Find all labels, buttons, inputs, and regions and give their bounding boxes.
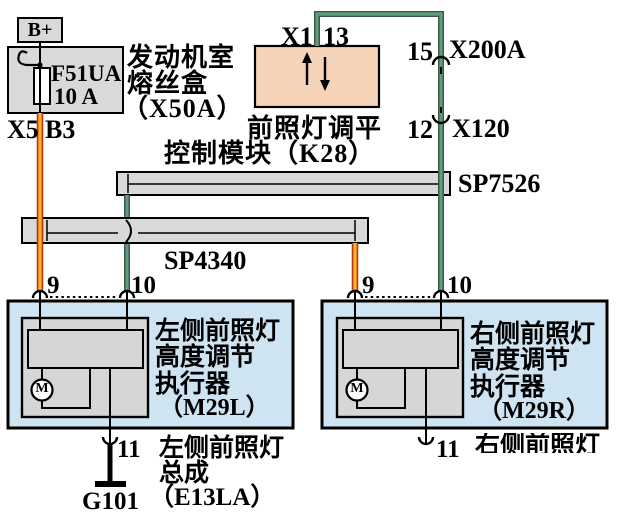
right-pin10-label: 10 [447,272,472,299]
left-actuator-name-line3: 执行器 [155,371,231,398]
left-pin9-label: 9 [47,272,60,299]
wire-pass-through-symbol [125,219,132,243]
left-pin10-label: 10 [131,272,156,299]
down-arrow-icon [320,57,330,91]
left-actuator-pin-connectors [31,289,136,299]
fusebox-name-line2: 熔丝盒 [127,69,209,98]
right-actuator-name-line4: （M29R） [478,398,590,424]
module-name-line2: 控制模块（K28） [164,139,376,168]
left-motor-circle [30,378,54,402]
fusebox-name-line3: （X50A） [122,94,244,123]
right-motor-circle [345,378,369,402]
battery-label: B+ [27,19,53,41]
splice-sp4340-label: SP4340 [164,246,247,275]
actuator-internal-wires [39,292,442,444]
module-pin-label: 13 [323,22,349,51]
ground-symbol [95,481,126,487]
right-headlamp-label: 右侧前照灯 [475,433,601,453]
headlamp-assembly-line1: 左侧前照灯 [159,435,285,462]
splice-sp7526-bar [116,171,451,196]
right-actuator-name-line1: 右侧前照灯 [470,321,596,348]
fuse-id: F51UA [51,61,122,86]
right-actuator-pin-connectors [346,289,450,299]
module-connector-label: X1 [281,22,313,51]
ground-g101-label: G101 [82,488,139,515]
connector-x200a-symbol [431,55,451,74]
headlamp-assembly-line3: （E13LA） [149,484,276,511]
x120-name-label: X120 [452,114,510,143]
connector-b3-label: B3 [45,115,76,144]
left-pin11-label: 11 [117,436,141,463]
up-arrow-icon [302,52,312,85]
fuse-box [7,46,124,114]
x200a-name-label: X200A [449,35,526,64]
headlamp-assembly-line2: 总成 [159,460,210,487]
x120-pin-label: 12 [407,115,433,144]
fuse-rating: 10 A [54,84,99,109]
right-pin11-label: 11 [436,436,460,463]
fuse-element-symbol [33,67,51,105]
left-motor-label: M [35,381,49,396]
module-name-line1: 前照灯调平 [247,114,383,143]
signal-wire-main [314,11,444,292]
left-actuator-name-line4: （M29L） [159,395,270,421]
right-actuator-name-line2: 高度调节 [470,347,571,374]
right-pin9-label: 9 [362,272,375,299]
switch-contact-symbol [17,50,40,67]
connector-x120-symbol [431,107,451,125]
right-motor-label: M [350,381,364,396]
left-control-block [27,329,144,369]
left-actuator-name-line1: 左侧前照灯 [155,318,281,345]
right-control-block [342,329,459,369]
fusebox-name-line1: 发动机室 [127,43,236,72]
right-pin11-connector [417,436,435,446]
connector-x5-label: X5 [7,115,39,144]
right-actuator-name-line3: 执行器 [470,374,546,401]
junction-dot [37,62,43,68]
k28-module-box [253,44,381,109]
left-actuator-name-line2: 高度调节 [155,344,256,371]
splice-sp7526-label: SP7526 [458,169,541,198]
splice-sp4340-bar [21,217,369,244]
x200a-pin-label: 15 [407,37,433,66]
